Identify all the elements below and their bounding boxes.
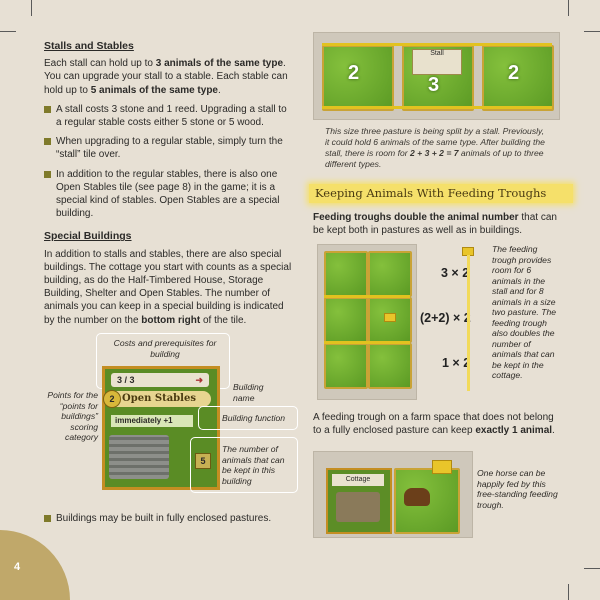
special-paragraph: In addition to stalls and stables, there… (44, 248, 292, 326)
stone-wall-illustration (109, 435, 169, 479)
animals-callout (190, 437, 298, 493)
fence (324, 341, 410, 344)
bullet-square-icon (44, 515, 51, 522)
name-annotation: Building name (233, 382, 264, 403)
farm-photo (317, 244, 417, 400)
feeding-trough-icon (384, 313, 396, 322)
pasture-number: 3 (428, 74, 440, 96)
feeding-trough-icon (432, 460, 452, 474)
pasture-photo: Stall 2 3 2 (313, 32, 560, 120)
page-number: 4 (14, 561, 21, 573)
bullet-item: In addition to the regular stables, ther… (44, 168, 292, 221)
tile-effect: immediately +1 (111, 415, 193, 427)
tile-name: Open Stables (107, 391, 211, 407)
multiplier-pasture: (2+2) × 2 (420, 311, 471, 325)
tile-cost-bar: 3 / 3➜ (111, 373, 209, 387)
function-annotation: Building function (222, 413, 286, 423)
cottage-tile: Cottage (326, 468, 392, 534)
special-heading: Special Buildings (44, 230, 132, 243)
trough-side-caption: The feeding trough provides room for 6 a… (492, 244, 557, 380)
crop-mark (0, 31, 16, 32)
pasture-number: 2 (348, 62, 360, 84)
trough-paragraph: A feeding trough on a farm space that do… (313, 412, 555, 437)
cottage-illustration (336, 492, 380, 522)
multiplier-cottage: 1 × 2 (442, 356, 471, 370)
page-number-corner: 4 (0, 530, 70, 600)
pasture-tile (324, 343, 368, 389)
horse-icon (404, 488, 430, 506)
stall-label: Stall (430, 50, 444, 57)
bullet-square-icon (44, 170, 51, 178)
pasture-caption: This size three pasture is being split b… (325, 126, 545, 169)
pasture-tile (368, 251, 412, 297)
right-column: Stall 2 3 2 This size three pasture is b… (309, 32, 573, 243)
crop-mark (584, 31, 600, 32)
bullet-item: When upgrading to a regular stable, simp… (44, 135, 292, 161)
animals-annotation: The number of animals that can be kept i… (222, 444, 285, 486)
left-column: Stalls and Stables Each stall can hold u… (44, 40, 292, 333)
trough-bar (467, 255, 470, 391)
function-callout (198, 406, 298, 430)
pasture-tile (322, 45, 394, 111)
points-annotation: Points for the “points for buildings” sc… (47, 390, 98, 442)
pasture-tile (324, 297, 368, 343)
tile-capacity: 5 (195, 453, 211, 469)
arrow-icon: ➜ (195, 375, 203, 385)
bullet-item: A stall costs 3 stone and 1 reed. Upgrad… (44, 103, 292, 129)
bullet-square-icon (44, 138, 51, 146)
crop-mark (584, 568, 600, 569)
open-stables-tile: 3 / 3➜ Open Stables 2 immediately +1 5 (102, 366, 220, 490)
pasture-number: 2 (508, 62, 520, 84)
bullet-item: Buildings may be built in fully enclosed… (44, 512, 304, 525)
cottage-label: Cottage (332, 474, 384, 486)
stalls-heading: Stalls and Stables (44, 40, 134, 52)
pasture-tile (482, 45, 554, 111)
crop-mark (568, 0, 569, 16)
troughs-title: Keeping Animals With Feeding Troughs (309, 184, 573, 203)
costs-annotation: Costs and prerequisites for building (113, 338, 217, 359)
stall-tile: Stall (412, 49, 462, 75)
crop-mark (31, 0, 32, 16)
stalls-paragraph: Each stall can hold up to 3 animals of t… (44, 58, 288, 96)
pasture-tile (368, 343, 412, 389)
pasture-tile (324, 251, 368, 297)
tile-points: 2 (103, 390, 121, 408)
bullet-square-icon (44, 105, 51, 113)
crop-mark (568, 584, 569, 600)
multiplier-stall: 3 × 2 (441, 266, 470, 280)
fence (322, 106, 552, 109)
fence (322, 43, 552, 46)
horse-caption: One horse can be happily fed by this fre… (477, 468, 558, 510)
troughs-paragraph: Feeding troughs double the animal number… (313, 212, 557, 237)
fence (324, 295, 410, 298)
horse-photo: Cottage (313, 451, 473, 538)
